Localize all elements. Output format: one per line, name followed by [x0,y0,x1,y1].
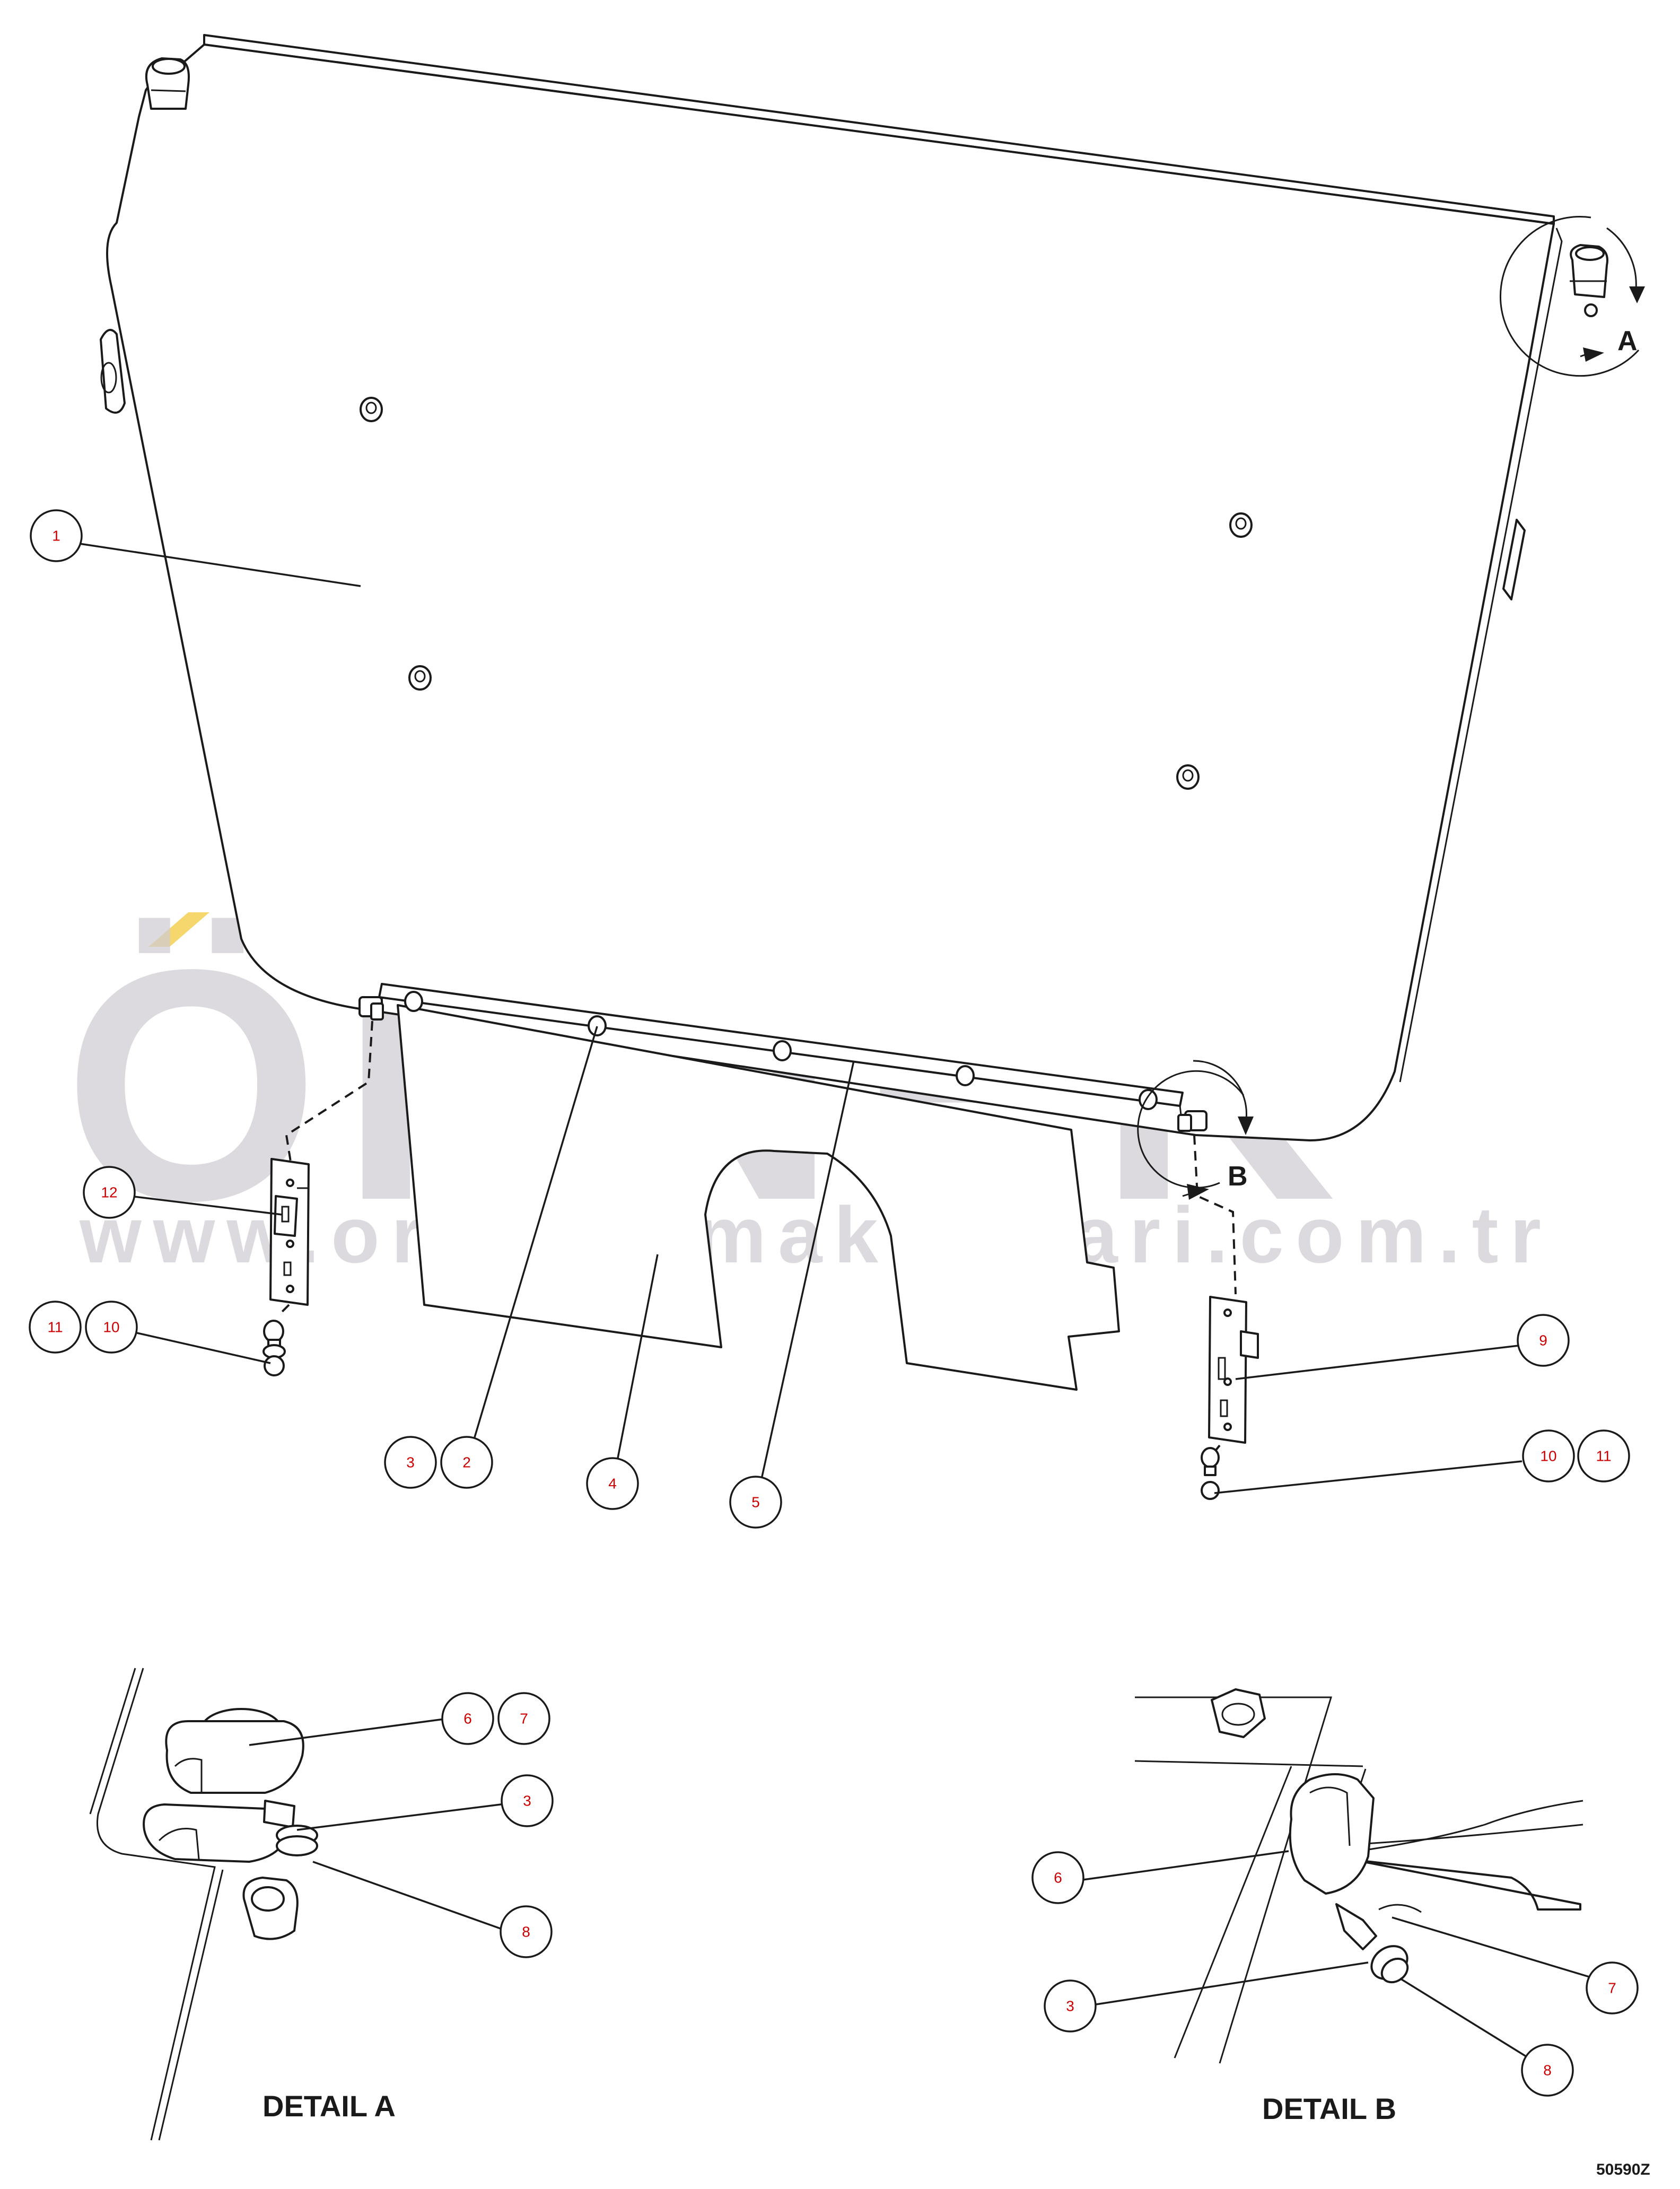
right-hinge-bracket [1193,1135,1259,1500]
svg-text:10: 10 [1540,1448,1556,1464]
leader-lines [79,543,1613,2070]
detail-b-callout-6: 6 [1031,1851,1084,1904]
callout-10-left: 10 [85,1301,138,1354]
right-bolt [1201,1447,1220,1500]
detail-marker-b: B [1137,1060,1254,1200]
svg-text:1: 1 [52,528,60,544]
svg-text:3: 3 [1066,1998,1074,2014]
detail-a-label: DETAIL A [262,2089,396,2123]
callout-5: 5 [729,1476,782,1529]
svg-text:8: 8 [1543,2062,1552,2079]
detail-b-callout-7: 7 [1586,1961,1639,2014]
left-corner-hinge [358,996,384,1021]
left-hinge-bracket [262,1021,373,1376]
svg-text:9: 9 [1539,1332,1547,1349]
detail-a-callout-8: 8 [500,1905,553,1958]
detail-marker-a: A [1500,216,1645,377]
clamp-strip [378,983,1184,1120]
top-left-hinge-bolt [145,57,190,110]
svg-text:7: 7 [520,1711,528,1727]
detail-b-view [1134,1688,1583,2064]
callout-2: 2 [440,1436,493,1489]
detail-a-callout-3: 3 [501,1774,554,1827]
callout-11-right: 11 [1577,1429,1630,1482]
svg-text:12: 12 [101,1184,117,1201]
detail-marker-a-label: A [1617,326,1638,356]
right-corner-hinge [1177,1110,1208,1132]
svg-text:11: 11 [1596,1448,1611,1464]
detail-a-view [89,1668,318,2141]
callout-10-right: 10 [1522,1429,1575,1482]
callout-4: 4 [586,1457,639,1510]
detail-a-callout-6: 6 [441,1692,494,1745]
svg-text:8: 8 [522,1924,530,1940]
svg-text:3: 3 [406,1454,415,1471]
callout-9: 9 [1517,1314,1570,1367]
watermark-url: www.ornekismakinalari.com.tr [79,1190,1553,1279]
detail-b-callout-3: 3 [1044,1979,1097,2033]
left-bolt [262,1320,286,1376]
svg-text:11: 11 [47,1319,63,1336]
svg-text:6: 6 [1054,1870,1062,1886]
svg-text:10: 10 [103,1319,119,1336]
watermark-accent-left [148,912,209,947]
seal-flap [397,1004,1120,1391]
callout-3: 3 [384,1436,437,1489]
callout-12: 12 [83,1166,136,1219]
svg-text:4: 4 [608,1476,617,1492]
svg-text:5: 5 [751,1494,760,1511]
detail-a-callout-7: 7 [497,1692,550,1745]
guard-panel [100,34,1608,1141]
svg-text:6: 6 [463,1711,472,1727]
callout-11-left: 11 [29,1301,82,1354]
svg-text:3: 3 [523,1793,531,1809]
svg-text:2: 2 [462,1454,471,1471]
drawing-number: 50590Z [1596,2161,1650,2178]
detail-b-label: DETAIL B [1262,2092,1396,2125]
detail-marker-b-label: B [1228,1161,1248,1192]
detail-b-callout-8: 8 [1521,2044,1574,2097]
top-right-hinge-bolt [1570,244,1608,317]
svg-text:7: 7 [1608,1980,1616,1996]
panel-studs [360,397,1253,790]
callout-1: 1 [30,509,83,562]
